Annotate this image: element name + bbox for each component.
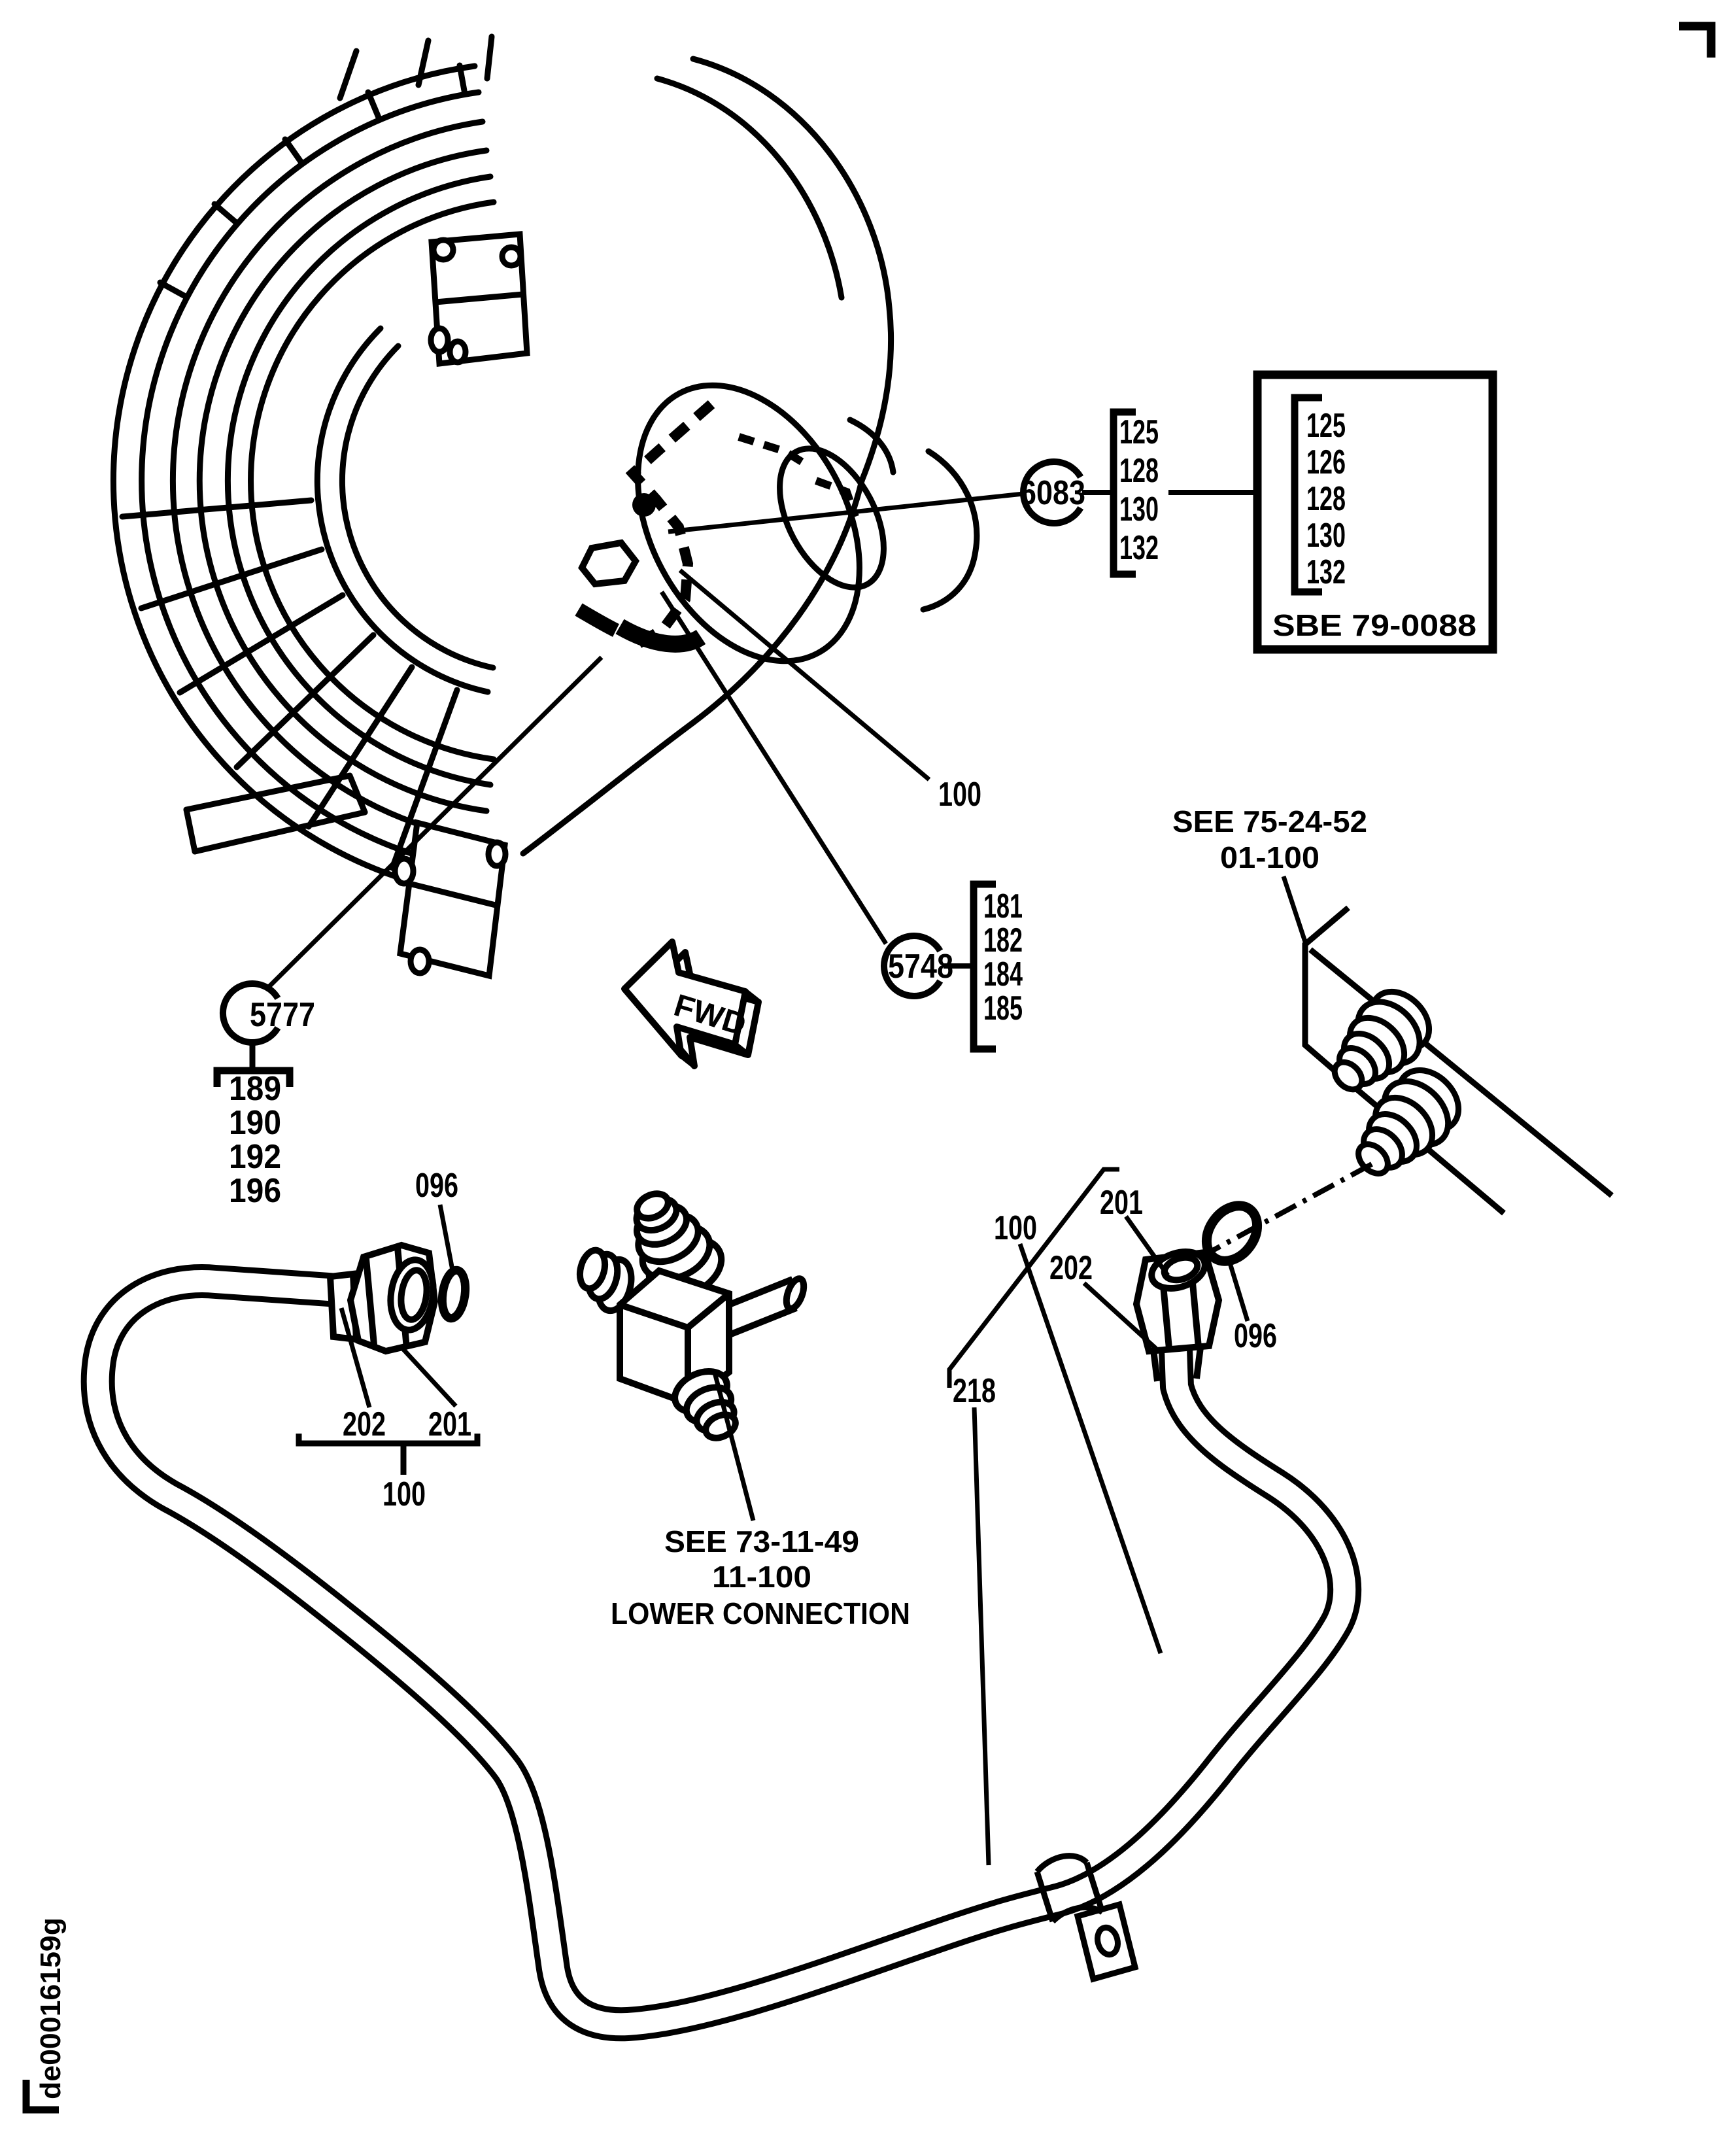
see-ref-lower: SEE 73-11-49 11-100 LOWER CONNECTION xyxy=(611,1369,910,1630)
left-tube-label: 100 xyxy=(383,1475,426,1513)
clamp-label: 218 xyxy=(953,1372,996,1410)
item-number: 182 xyxy=(983,921,1023,959)
right-labels: 100 201 202 096 218 xyxy=(947,1167,1277,1866)
tube-clamp xyxy=(1034,1853,1139,1983)
see-ref-lower-line2: 11-100 xyxy=(712,1560,811,1594)
bracket-5777 xyxy=(213,1067,294,1087)
callout-6083: 6083 125 128 130 132 xyxy=(1020,408,1293,578)
item-number: 196 xyxy=(229,1172,281,1210)
see-ref-upper-line1: SEE 75-24-52 xyxy=(1172,804,1367,838)
part-label-100-center: 100 xyxy=(938,776,981,814)
callout-5777-circle xyxy=(220,980,281,1046)
left-o-ring xyxy=(437,1265,470,1323)
accessory-box-threaded-ports xyxy=(1331,988,1462,1177)
item-number: 185 xyxy=(983,990,1023,1027)
fwd-direction-arrow: FWD xyxy=(621,938,762,1069)
callout-5748-number: 5748 xyxy=(888,948,953,986)
callout-5748-circle xyxy=(881,933,944,999)
see-ref-lower-line3: LOWER CONNECTION xyxy=(611,1596,910,1630)
tube-span-bracket xyxy=(947,1167,1119,1388)
left-labels: 096 202 201 100 xyxy=(296,1167,481,1513)
callout-5777-number: 5777 xyxy=(250,996,315,1034)
left-oring-label: 096 xyxy=(415,1167,458,1205)
item-number: 132 xyxy=(1119,529,1159,567)
right-oring-label: 096 xyxy=(1234,1317,1277,1355)
item-number: 128 xyxy=(1119,452,1159,490)
left-group-bracket xyxy=(296,1434,481,1475)
service-bulletin-ref-box: 125 126 128 130 132 SBE 79-0088 xyxy=(1253,370,1497,654)
item-number: 192 xyxy=(229,1138,281,1176)
callout-5777: 5777 189 190 192 196 xyxy=(213,980,315,1210)
item-number: 181 xyxy=(983,887,1023,925)
engine-sensor-box-upper xyxy=(428,231,530,368)
item-number: 130 xyxy=(1306,517,1346,555)
item-number: 189 xyxy=(229,1070,281,1108)
engine-hex-fitting xyxy=(578,539,640,588)
item-number: 132 xyxy=(1306,553,1346,591)
item-number: 184 xyxy=(983,955,1023,993)
engine-leader-lines xyxy=(265,491,1024,991)
figure-id-code: de00016159g xyxy=(35,1918,67,2099)
item-number: 190 xyxy=(229,1104,281,1142)
right-sleeve-label: 202 xyxy=(1049,1249,1093,1287)
bracket-ref-box xyxy=(1291,394,1322,596)
callout-6083-circle xyxy=(1020,458,1084,526)
left-sleeve-label: 202 xyxy=(343,1405,386,1443)
see-ref-lower-line1: SEE 73-11-49 xyxy=(664,1524,859,1558)
item-number: 126 xyxy=(1306,443,1346,481)
bracket-5748 xyxy=(970,880,996,1053)
right-tube-label: 100 xyxy=(994,1209,1037,1247)
item-number: 128 xyxy=(1306,480,1346,518)
see-ref-upper-line2: 01-100 xyxy=(1220,840,1319,874)
item-number: 125 xyxy=(1119,413,1159,451)
right-union-nut xyxy=(1132,1248,1223,1382)
bracket-6083 xyxy=(1110,408,1136,578)
ref-box-code: SBE 79-0088 xyxy=(1272,608,1476,642)
tube-elbow-blob xyxy=(632,493,656,517)
tube-assembly-main-run xyxy=(80,1264,1362,2042)
assembly-centerline xyxy=(1202,1162,1373,1258)
item-number: 130 xyxy=(1119,490,1159,528)
engine-sensor-box-lower xyxy=(392,819,509,980)
left-nut-label: 201 xyxy=(428,1405,471,1443)
engine-fan-drawing xyxy=(110,33,980,899)
callout-6083-number: 6083 xyxy=(1020,474,1085,512)
corner-mark-bottom-left xyxy=(22,2080,59,2114)
tee-fitting xyxy=(576,1190,808,1441)
see-ref-upper: SEE 75-24-52 01-100 xyxy=(1172,804,1367,943)
item-number: 125 xyxy=(1306,407,1346,445)
corner-mark-top-right xyxy=(1679,22,1716,58)
callout-5748: 5748 181 182 184 185 xyxy=(881,880,1023,1053)
right-o-ring xyxy=(1201,1201,1263,1266)
right-nut-label: 201 xyxy=(1100,1184,1143,1222)
left-union-nut xyxy=(326,1241,439,1355)
